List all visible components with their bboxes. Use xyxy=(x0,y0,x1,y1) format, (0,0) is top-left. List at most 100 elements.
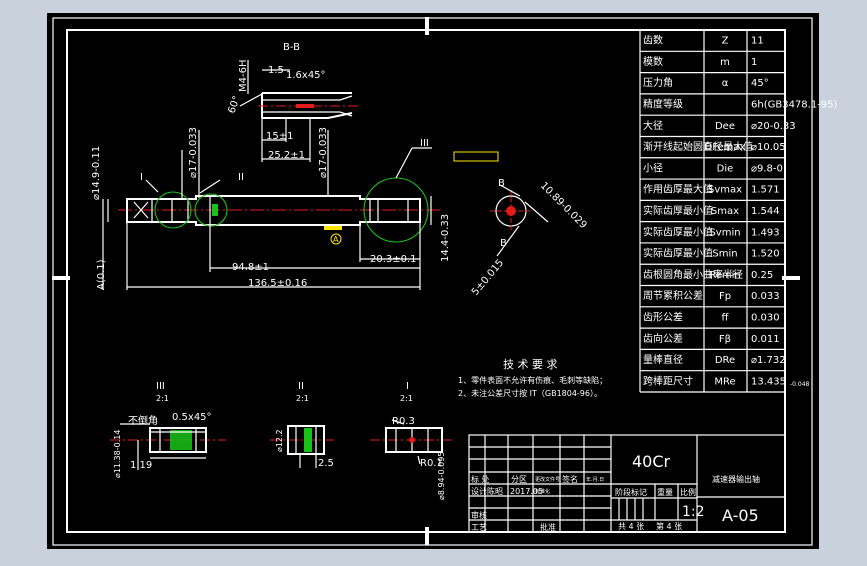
label-III: III xyxy=(420,138,429,149)
param-symbol: Z xyxy=(722,36,729,47)
dim-94-8: 94.8±1 xyxy=(232,262,269,273)
param-name: 实际齿厚最小值 xyxy=(643,247,713,260)
param-symbol: Fβ xyxy=(719,334,731,345)
param-note: -0.048 xyxy=(790,381,810,388)
param-value: 11 xyxy=(751,36,764,47)
detail-iii-view xyxy=(110,423,226,470)
material-text: 40Cr xyxy=(632,452,671,471)
drawing-number: A-05 xyxy=(722,506,759,525)
detail-ii-title: II xyxy=(298,381,304,392)
dim-dia8-94: ⌀8.94-0.095 xyxy=(437,452,446,500)
param-value: 0.030 xyxy=(751,312,780,323)
spline-mark xyxy=(212,204,218,216)
param-name: 模数 xyxy=(643,55,663,68)
tb-weight: 重量 xyxy=(657,487,673,497)
label-I: I xyxy=(140,172,143,183)
outer-border xyxy=(52,17,813,546)
param-name: 齿根圆角最小曲率半径 xyxy=(643,268,743,281)
param-name: 齿形公差 xyxy=(643,310,683,323)
param-name: 周节累积公差 xyxy=(643,289,703,302)
param-symbol: Smin xyxy=(712,249,737,260)
notes-title: 技 术 要 求 xyxy=(503,358,558,371)
dim-dia17-right: ⌀17-0.033 xyxy=(318,127,329,178)
param-symbol: Die xyxy=(717,163,734,174)
tb-stage-mark: 阶段标记 xyxy=(615,487,647,497)
param-symbol: m xyxy=(720,57,730,68)
tolerance-frame xyxy=(453,151,499,162)
section-b-top: B xyxy=(498,178,505,189)
tb-standard: 标准化 xyxy=(535,488,550,495)
section-b-b-view xyxy=(239,60,360,162)
param-name: 实际齿厚最小值 xyxy=(643,204,713,217)
param-name: 压力角 xyxy=(643,76,673,89)
note-2: 2、未注公差尺寸按 IT（GB1804-96）。 xyxy=(458,388,602,398)
param-value: 0.25 xyxy=(751,270,773,281)
param-value: 0.033 xyxy=(751,291,780,302)
param-value: ⌀20-0.33 xyxy=(751,121,796,132)
dim-A: A(0.1) xyxy=(96,259,107,290)
tb-doc-no: 更改文件号 xyxy=(535,476,560,483)
param-symbol: Dee xyxy=(715,121,735,132)
param-value: 1.571 xyxy=(751,185,780,196)
main-shaft-view: A xyxy=(102,130,440,290)
dim-15: 15±1 xyxy=(266,131,293,142)
tb-date-head: 年.月.日 xyxy=(586,476,604,483)
detail-ii-view xyxy=(270,425,336,468)
param-name: 大径 xyxy=(643,119,663,132)
dim-dia12-2: ⌀12.2 xyxy=(275,429,284,452)
detail-iii-title: III xyxy=(156,381,165,392)
param-symbol: Svmax xyxy=(708,185,742,196)
tb-zone: 分区 xyxy=(511,475,527,484)
param-symbol: MRe xyxy=(714,376,735,387)
param-symbol: Smax xyxy=(711,206,739,217)
param-value: ⌀1.732 xyxy=(751,355,786,366)
dim-dia11-38: ⌀11.38-0.14 xyxy=(113,430,122,478)
dim-1-19: 1.19 xyxy=(130,460,152,471)
part-name: 减速器输出轴 xyxy=(712,474,760,484)
dim-2-5: 2.5 xyxy=(318,458,334,469)
sheet-total: 共 4 张 xyxy=(618,522,644,531)
dim-1-5: 1.5 xyxy=(268,65,284,76)
param-symbol: ff xyxy=(722,312,730,323)
detail-circle-I xyxy=(154,191,192,229)
param-symbol: Svmin xyxy=(709,227,740,238)
param-value: ⌀9.8-0 xyxy=(751,163,783,174)
param-symbol: Remin xyxy=(709,270,741,281)
tb-process: 工艺 xyxy=(471,523,487,532)
detail-ii-scale: 2:1 xyxy=(296,394,309,403)
tb-mark: 标 处 xyxy=(471,474,490,484)
dim-m4: M4-6H xyxy=(238,60,249,92)
param-value: 1.493 xyxy=(751,227,780,238)
section-b-bottom: B xyxy=(500,238,507,249)
dim-14-4: 14.4-0.33 xyxy=(440,214,451,262)
dim-chamfer-0-5: 0.5x45° xyxy=(172,412,212,423)
detail-i-view xyxy=(370,419,452,465)
dim-chamfer-1-6: 1.6x45° xyxy=(286,70,326,81)
param-name: 作用齿厚最大值 xyxy=(643,183,713,196)
param-value: 1 xyxy=(751,57,757,68)
param-name: 齿数 xyxy=(643,34,663,47)
param-symbol: DRe xyxy=(715,355,735,366)
param-name: 渐开线起始圆直径最大值 xyxy=(643,140,753,153)
tb-approve: 批准 xyxy=(540,522,556,532)
param-value: 0.011 xyxy=(751,334,780,345)
tb-date: 2017.05 xyxy=(510,487,543,496)
param-name: 小径 xyxy=(643,161,663,174)
param-name: 量棒直径 xyxy=(643,353,683,366)
param-symbol: DFemax xyxy=(705,142,746,153)
section-bb-label: B-B xyxy=(283,42,300,53)
scale-text: 1:2 xyxy=(682,504,705,520)
tb-sign: 签名 xyxy=(562,474,578,484)
dim-136-5: 136.5±0.16 xyxy=(248,278,307,289)
detail-i-title: I xyxy=(406,381,409,392)
title-block xyxy=(468,434,786,533)
detail-circle-II xyxy=(194,193,228,227)
param-name: 跨棒距尺寸 xyxy=(643,374,693,387)
sheet-background xyxy=(47,13,819,549)
dim-25-2: 25.2±1 xyxy=(268,150,305,161)
param-value: 1.544 xyxy=(751,206,780,217)
param-name: 实际齿厚最小值 xyxy=(643,225,713,238)
